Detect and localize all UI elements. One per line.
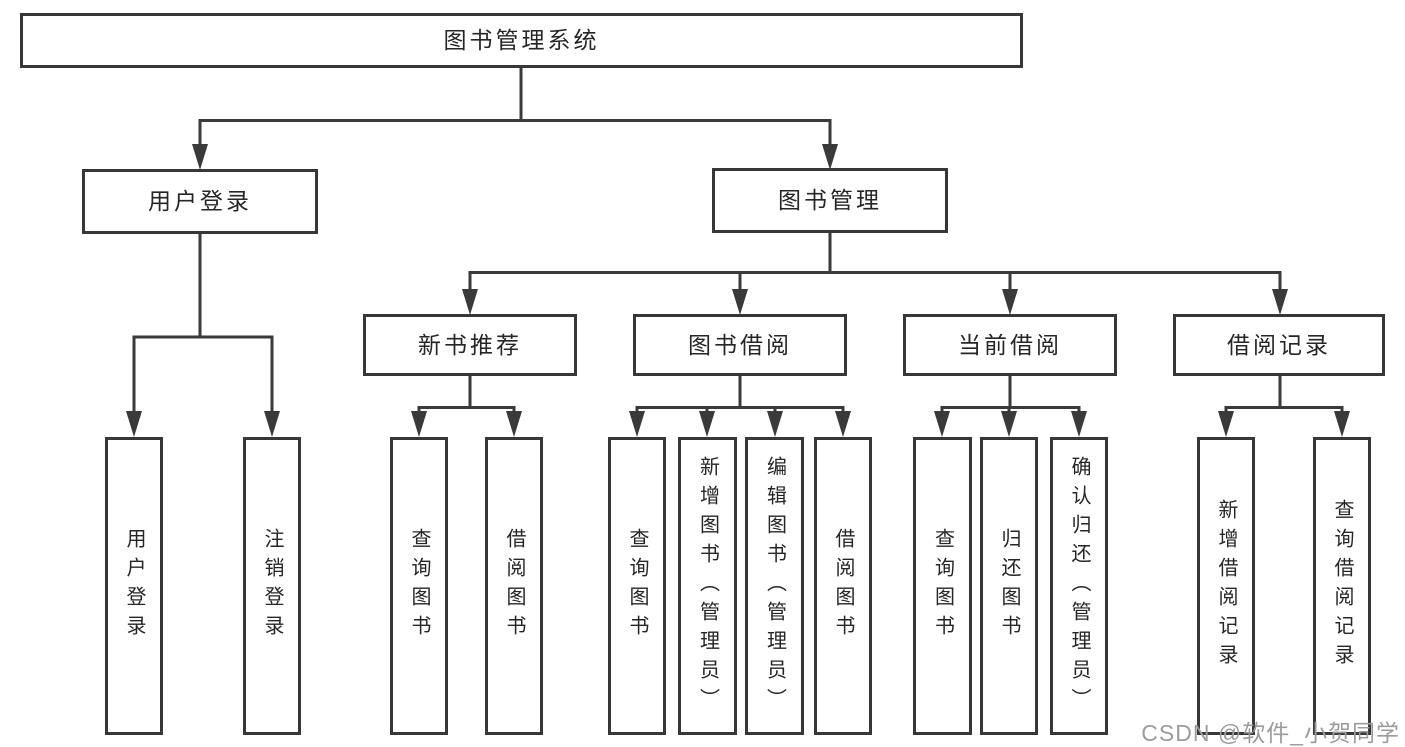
leaf-cb-confirm-return-admin: 确认归还（管理员） xyxy=(1050,437,1108,735)
leaf-cb-return-books: 归还图书 xyxy=(980,437,1038,735)
node-current-borrowing: 当前借阅 xyxy=(903,314,1117,376)
leaf-bb-edit-books-admin: 编辑图书（管理员） xyxy=(745,437,804,735)
node-label: 归还图书 xyxy=(998,528,1020,644)
leaf-bb-query-books: 查询图书 xyxy=(608,437,666,735)
leaf-bb-add-books-admin: 新增图书（管理员） xyxy=(678,437,737,735)
node-label: 借阅记录 xyxy=(1227,331,1331,358)
node-label: 查询图书 xyxy=(626,528,648,644)
node-new-book-recommend: 新书推荐 xyxy=(363,314,577,376)
node-book-borrowing: 图书借阅 xyxy=(633,314,847,376)
leaf-br-add-record: 新增借阅记录 xyxy=(1197,437,1255,735)
node-label: 确认归还（管理员） xyxy=(1068,455,1090,717)
leaf-br-query-record: 查询借阅记录 xyxy=(1313,437,1371,735)
node-label: 当前借阅 xyxy=(958,331,1062,358)
node-label: 新书推荐 xyxy=(418,331,522,358)
leaf-user-login: 用户登录 xyxy=(105,437,163,735)
node-label: 新增图书（管理员） xyxy=(696,455,719,717)
node-label: 新增借阅记录 xyxy=(1215,499,1237,673)
node-borrow-records: 借阅记录 xyxy=(1173,314,1385,376)
node-label: 借阅图书 xyxy=(503,528,525,644)
node-label: 编辑图书（管理员） xyxy=(763,455,786,717)
csdn-watermark: CSDN @软件_小贺同学 xyxy=(1141,720,1400,746)
node-label: 图书管理系统 xyxy=(443,27,600,53)
node-label: 用户登录 xyxy=(123,528,145,644)
node-label: 图书管理 xyxy=(778,187,882,213)
leaf-bb-borrow-books: 借阅图书 xyxy=(814,437,872,735)
node-label: 注销登录 xyxy=(261,528,283,644)
leaf-cb-query-books: 查询图书 xyxy=(913,437,972,735)
node-label: 图书借阅 xyxy=(688,331,792,358)
node-label: 借阅图书 xyxy=(832,528,854,644)
node-library-management-system: 图书管理系统 xyxy=(20,13,1023,68)
node-label: 查询图书 xyxy=(931,528,954,644)
leaf-nbr-borrow-books: 借阅图书 xyxy=(485,437,543,735)
node-label: 用户登录 xyxy=(148,188,252,214)
leaf-nbr-query-books: 查询图书 xyxy=(390,437,448,735)
node-label: 查询图书 xyxy=(408,528,430,644)
node-user-login-group: 用户登录 xyxy=(82,169,318,234)
leaf-logout: 注销登录 xyxy=(243,437,301,735)
node-book-management: 图书管理 xyxy=(712,168,948,233)
node-label: 查询借阅记录 xyxy=(1331,499,1353,673)
